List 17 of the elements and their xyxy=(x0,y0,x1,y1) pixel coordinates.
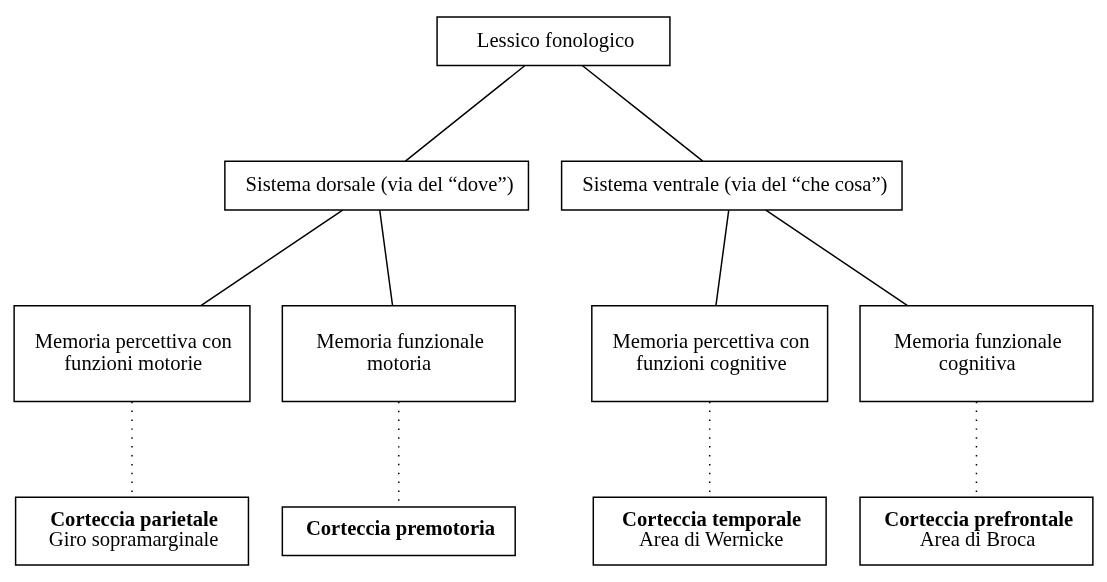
connector xyxy=(715,209,730,307)
node-box: Corteccia temporale Area di Wernicke xyxy=(592,496,827,566)
node-box: Memoria funzionale cognitiva xyxy=(859,305,1094,403)
node-box: Sistema ventrale (via del “che cosa”) xyxy=(560,160,903,211)
node-box: Corteccia premotoria xyxy=(281,506,516,557)
node-box: Lessico fonologico xyxy=(436,16,671,67)
connector xyxy=(765,209,909,307)
node-box: Corteccia prefrontale Area di Broca xyxy=(859,496,1094,566)
node-box: Sistema dorsale (via del “dove”) xyxy=(224,160,530,211)
connector xyxy=(581,65,704,162)
node-box: Memoria percettiva con funzioni cognitive xyxy=(591,305,829,403)
connector xyxy=(404,65,526,162)
connector xyxy=(379,209,394,307)
connector xyxy=(200,209,344,307)
node-box: Memoria percettiva con funzioni motorie xyxy=(13,305,251,403)
node-box: Memoria funzionale motoria xyxy=(281,305,516,403)
node-box: Corteccia parietale Giro sopramarginale xyxy=(14,496,250,566)
